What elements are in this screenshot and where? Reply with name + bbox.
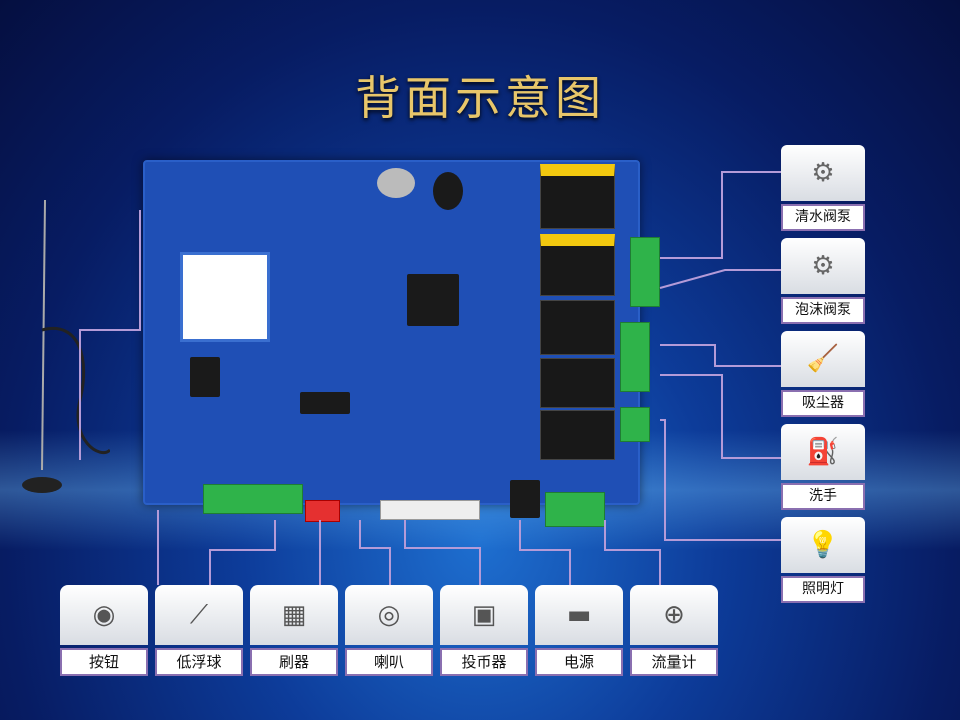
device-label: 洗手	[781, 483, 865, 510]
device-label: 电源	[535, 648, 623, 676]
device-card-power: ▬ 电源	[535, 585, 623, 676]
antenna-icon	[22, 200, 110, 493]
device-label: 喇叭	[345, 648, 433, 676]
power-terminal	[545, 492, 605, 527]
ic-chip	[300, 392, 350, 414]
device-card-hand-wash: ⛽ 洗手	[781, 424, 865, 510]
relay	[540, 410, 615, 460]
regulator-chip	[190, 357, 220, 397]
wifi-module	[180, 252, 270, 342]
buzzer	[433, 172, 463, 210]
relay	[540, 300, 615, 355]
device-card-button: ◉ 按钮	[60, 585, 148, 676]
output-terminal	[630, 237, 660, 307]
speaker-icon: ◎	[345, 585, 433, 645]
button-icon: ◉	[60, 585, 148, 645]
flow-meter-icon: ⊕	[630, 585, 718, 645]
power-jack	[510, 480, 540, 518]
valve-icon: ⛽	[781, 424, 865, 480]
output-terminal	[620, 322, 650, 392]
coin-acceptor-icon: ▣	[440, 585, 528, 645]
device-label: 流量计	[630, 648, 718, 676]
relay	[540, 164, 615, 229]
device-label: 照明灯	[781, 576, 865, 603]
device-card-card-reader: ▦ 刷器	[250, 585, 338, 676]
device-label: 吸尘器	[781, 390, 865, 417]
lamp-icon: 💡	[781, 517, 865, 573]
card-reader-connector	[305, 500, 340, 522]
pcb-board	[143, 160, 660, 527]
device-card-coin-acceptor: ▣ 投币器	[440, 585, 528, 676]
device-card-flow-meter: ⊕ 流量计	[630, 585, 718, 676]
relay	[540, 358, 615, 408]
device-card-vacuum: 🧹 吸尘器	[781, 331, 865, 417]
mcu-chip	[407, 274, 459, 326]
device-card-speaker: ◎ 喇叭	[345, 585, 433, 676]
power-adapter-icon: ▬	[535, 585, 623, 645]
device-label: 刷器	[250, 648, 338, 676]
card-reader-icon: ▦	[250, 585, 338, 645]
device-card-foam-pump: ⚙ 泡沫阀泵	[781, 238, 865, 324]
pump-icon: ⚙	[781, 145, 865, 201]
device-card-lighting: 💡 照明灯	[781, 517, 865, 603]
device-label: 按钮	[60, 648, 148, 676]
device-label: 投币器	[440, 648, 528, 676]
device-label: 清水阀泵	[781, 204, 865, 231]
battery-holder	[377, 168, 415, 198]
output-terminal	[620, 407, 650, 442]
input-terminal	[203, 484, 303, 514]
device-card-float: ⟋ 低浮球	[155, 585, 243, 676]
vacuum-icon: 🧹	[781, 331, 865, 387]
device-card-clean-water-pump: ⚙ 清水阀泵	[781, 145, 865, 231]
pump-icon: ⚙	[781, 238, 865, 294]
page-title: 背面示意图	[355, 71, 605, 125]
float-switch-icon: ⟋	[155, 585, 243, 645]
white-connectors	[380, 500, 480, 520]
device-label: 低浮球	[155, 648, 243, 676]
relay	[540, 234, 615, 296]
device-label: 泡沫阀泵	[781, 297, 865, 324]
